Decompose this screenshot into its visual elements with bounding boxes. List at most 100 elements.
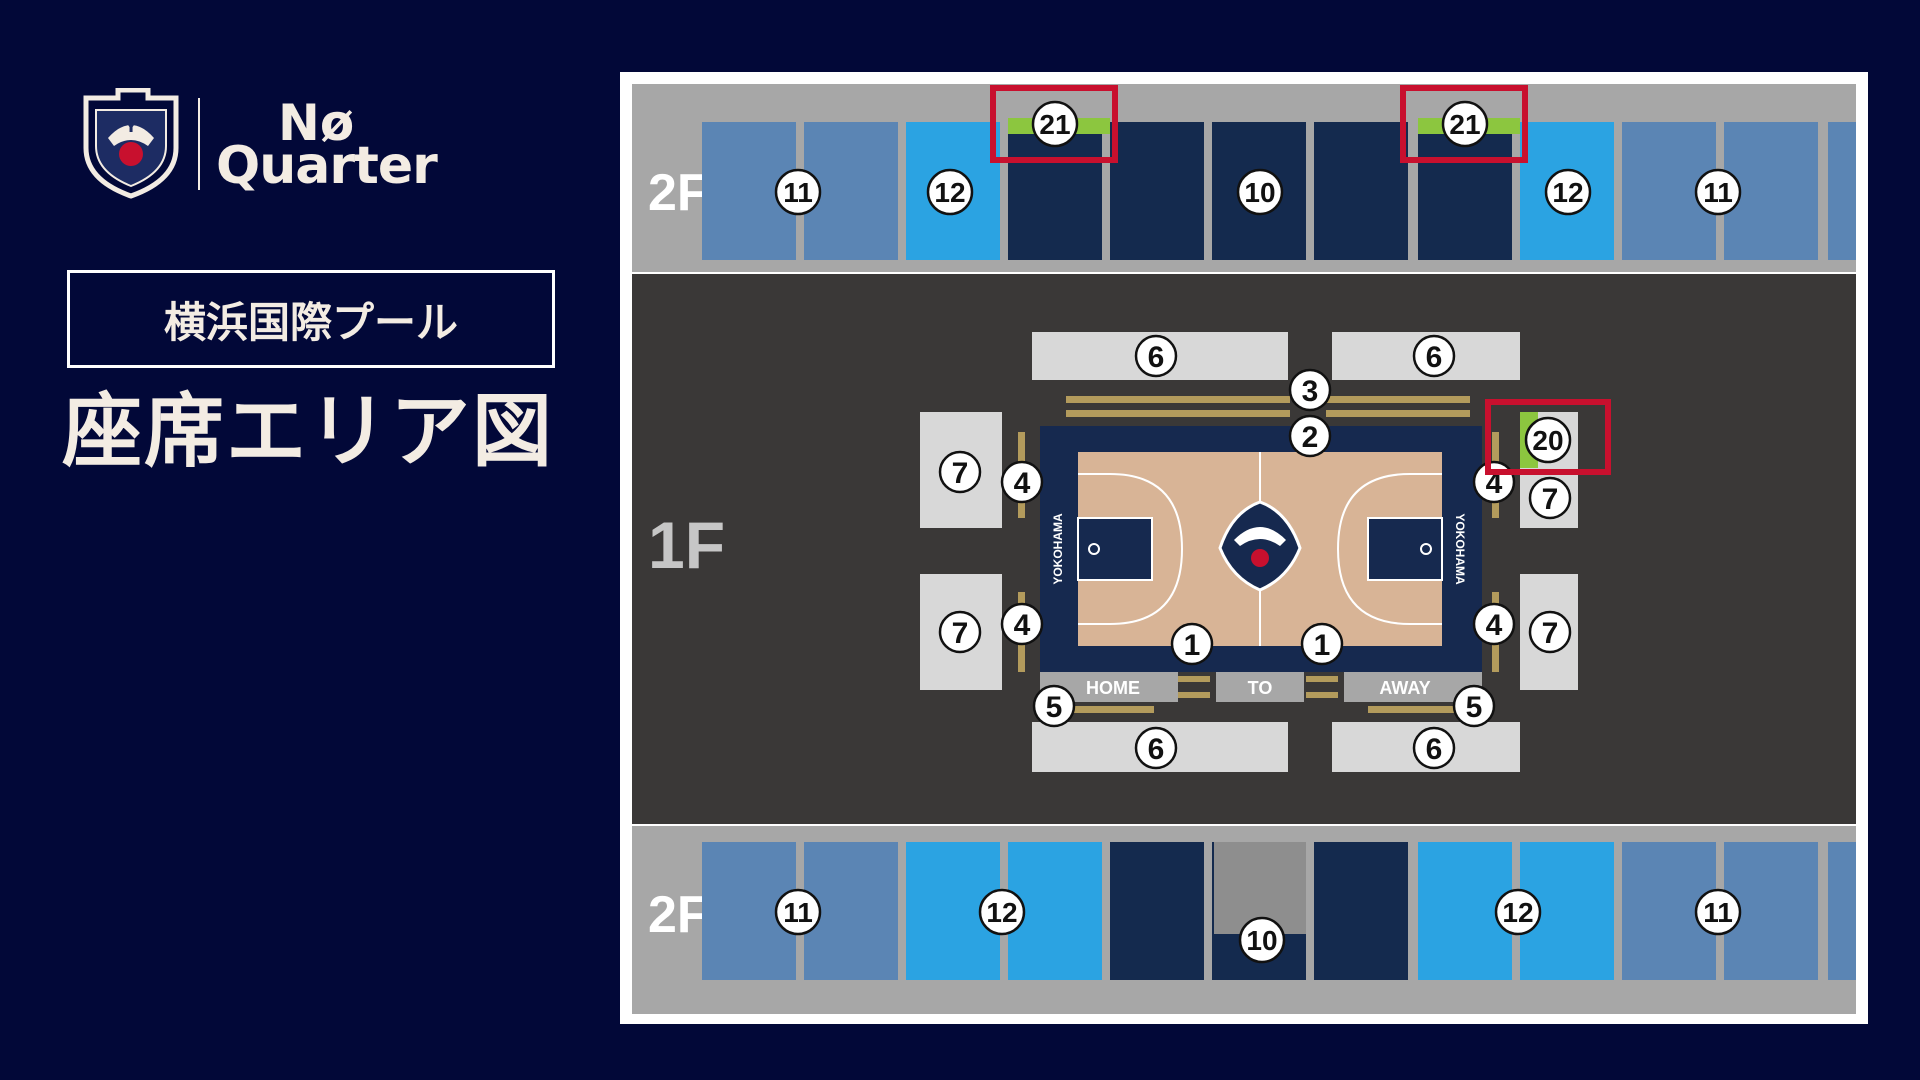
area-marker-circle [1134,334,1178,378]
area-12-marker[interactable]: 12 [1494,888,1542,936]
paint-right [1367,517,1443,581]
area-6-marker[interactable]: 6 [1412,726,1456,770]
area-2-marker[interactable]: 2 [1288,414,1332,458]
area-marker-label: 10 [1244,177,1275,208]
area-marker-circle [1524,416,1572,464]
area-7-marker[interactable]: 7 [938,610,982,654]
area-11-marker[interactable]: 11 [1694,168,1742,216]
area-12-marker[interactable]: 12 [1544,168,1592,216]
bench-home-label: HOME [1086,678,1140,698]
area-marker-label: 7 [1542,483,1559,516]
floor-label-2f-top: 2F [648,164,709,222]
area-marker-label: 12 [986,897,1017,928]
area-6-marker[interactable]: 6 [1412,334,1456,378]
area-marker-label: 4 [1014,467,1031,500]
area-6-marker[interactable]: 6 [1134,726,1178,770]
brand-logo: Y Nø Quarter [78,87,438,200]
area-marker-label: 21 [1039,109,1070,140]
area-marker-circle [1134,726,1178,770]
upper-bottom-seat-block[interactable] [1314,842,1408,980]
area-6-marker[interactable]: 6 [1134,334,1178,378]
area-5-marker[interactable]: 5 [1032,684,1076,728]
hoop-right [1420,543,1432,555]
area-1-marker[interactable]: 1 [1170,622,1214,666]
area-12-marker[interactable]: 12 [978,888,1026,936]
area-11-marker[interactable]: 11 [774,168,822,216]
area-marker-label: 21 [1449,109,1480,140]
area-marker-circle [1300,622,1344,666]
area-marker-label: 10 [1246,925,1277,956]
area-marker-circle [1236,168,1284,216]
area-marker-circle [774,888,822,936]
area-marker-label: 5 [1046,691,1063,724]
gold-row [1060,706,1154,713]
gold-row [1306,692,1338,698]
area-7-marker[interactable]: 7 [1528,610,1572,654]
area-marker-label: 6 [1426,733,1443,766]
area-marker-label: 4 [1486,609,1503,642]
area-marker-label: 11 [783,177,813,208]
area-4-marker[interactable]: 4 [1472,460,1516,504]
area-3-marker[interactable]: 3 [1288,368,1332,412]
highlight-box-21-left [990,85,1118,163]
area-marker-circle [1412,726,1456,770]
area-21-marker[interactable]: 21 [1031,100,1079,148]
gold-row [1066,396,1290,403]
club-emblem-icon: Y [83,87,179,199]
upper-top-seat-block[interactable] [1110,122,1204,260]
area-marker-circle [938,610,982,654]
area-20-marker[interactable]: 20 [1524,416,1572,464]
area-marker-circle [1000,460,1044,504]
area-7-marker[interactable]: 7 [938,450,982,494]
area-7-marker[interactable]: 7 [1528,476,1572,520]
bench-to-label: TO [1248,678,1273,698]
center-court-logo-icon [1218,500,1302,592]
area-marker-label: 6 [1148,341,1165,374]
area-4-marker[interactable]: 4 [1472,602,1516,646]
area-21-marker[interactable]: 21 [1441,100,1489,148]
area-marker-label: 1 [1314,629,1331,662]
area-1-marker[interactable]: 1 [1300,622,1344,666]
area-11-marker[interactable]: 11 [774,888,822,936]
emblem-text: Y [124,117,137,136]
highlight-box-21-right [1400,85,1528,163]
hoop-left [1088,543,1100,555]
area-marker-label: 6 [1148,733,1165,766]
floor-label-1f: 1F [648,508,725,582]
brand-name-line1: Nø [278,94,355,152]
area-10-marker[interactable]: 10 [1238,916,1286,964]
area-marker-circle [926,168,974,216]
area-marker-label: 6 [1426,341,1443,374]
area-12-marker[interactable]: 12 [926,168,974,216]
area-10-marker[interactable]: 10 [1236,168,1284,216]
court-wordmark-right: YOKOHAMA [1453,513,1467,585]
area-marker-label: 4 [1486,467,1503,500]
logo-divider [198,98,200,190]
area-marker-circle [1288,414,1332,458]
upper-top-seat-block[interactable] [1314,122,1408,260]
area-marker-circle [774,168,822,216]
highlight-box-20 [1485,399,1611,475]
venue-label: 横浜国際プール [67,270,555,368]
area-11-marker[interactable]: 11 [1694,888,1742,936]
area-4-marker[interactable]: 4 [1000,460,1044,504]
area-marker-circle [1000,602,1044,646]
area-marker-label: 20 [1532,425,1563,456]
area-marker-circle [1170,622,1214,666]
area-marker-circle [1412,334,1456,378]
area-marker-label: 7 [952,617,969,650]
area-marker-circle [1528,610,1572,654]
gold-row [1066,410,1290,417]
area-5-marker[interactable]: 5 [1452,684,1496,728]
area-marker-label: 12 [1502,897,1533,928]
area-marker-circle [1544,168,1592,216]
area-marker-label: 7 [952,457,969,490]
area-marker-circle [1472,602,1516,646]
area-4-marker[interactable]: 4 [1000,602,1044,646]
upper-bottom-seat-block[interactable] [1110,842,1204,980]
gold-row [1326,396,1470,403]
area-marker-circle [1528,476,1572,520]
paint-left [1077,517,1153,581]
area-marker-circle [1441,100,1489,148]
